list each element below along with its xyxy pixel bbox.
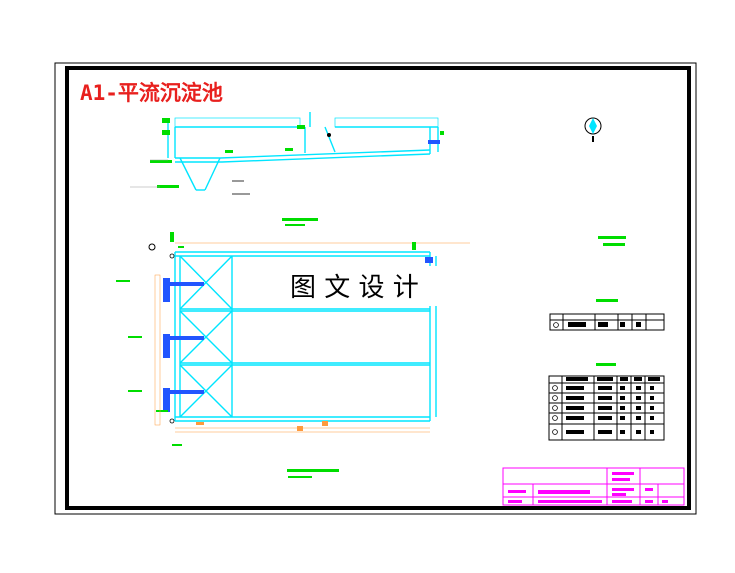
- title-block-text: [508, 472, 668, 503]
- table-cell: [620, 386, 625, 390]
- table-row-marker: [552, 385, 558, 391]
- table-cell: [566, 396, 584, 400]
- plan-label: [287, 469, 339, 472]
- table-cell: [636, 406, 641, 410]
- table-cell: [620, 396, 625, 400]
- table-row-marker: [552, 415, 558, 421]
- table-cell: [650, 386, 654, 390]
- table-cell: [636, 386, 641, 390]
- table-cell: [566, 430, 584, 434]
- table-cell: [566, 386, 584, 390]
- north-arrow-icon: [584, 117, 602, 142]
- table-cell: [620, 406, 625, 410]
- small-table-title: [596, 299, 618, 302]
- sheet-inner-border: [65, 66, 691, 510]
- table-cell: [636, 430, 641, 434]
- sheet-outer-border: [54, 62, 697, 515]
- table-row-marker: [552, 429, 558, 435]
- watermark-text: 图 文 设 计: [290, 273, 419, 303]
- table-cell: [636, 416, 641, 420]
- section-view: [167, 112, 439, 191]
- table-cell: [598, 386, 612, 390]
- table-cell: [620, 430, 625, 434]
- section-label: [282, 218, 318, 221]
- section-view-annotations: [130, 118, 444, 195]
- table-cell: [598, 416, 612, 420]
- table-cell: [620, 416, 625, 420]
- plan-view-pipes: [163, 257, 433, 412]
- table-cell: [636, 396, 641, 400]
- table-cell: [598, 396, 612, 400]
- table-cell: [650, 406, 654, 410]
- table-cell: [650, 416, 654, 420]
- plan-view-dimensions: [116, 232, 470, 446]
- table-row-marker: [552, 405, 558, 411]
- table-cell: [566, 416, 584, 420]
- drawing-title: A1-平流沉淀池: [80, 81, 223, 105]
- large-table: [548, 375, 665, 441]
- notes-label: [598, 236, 626, 239]
- table-cell: [650, 396, 654, 400]
- large-table-title: [596, 363, 616, 366]
- table-row-marker: [552, 395, 558, 401]
- table-cell: [566, 406, 584, 410]
- small-table: [549, 313, 665, 331]
- table-cell: [598, 430, 612, 434]
- table-cell: [598, 406, 612, 410]
- table-cell: [650, 430, 654, 434]
- title-block: [502, 467, 685, 506]
